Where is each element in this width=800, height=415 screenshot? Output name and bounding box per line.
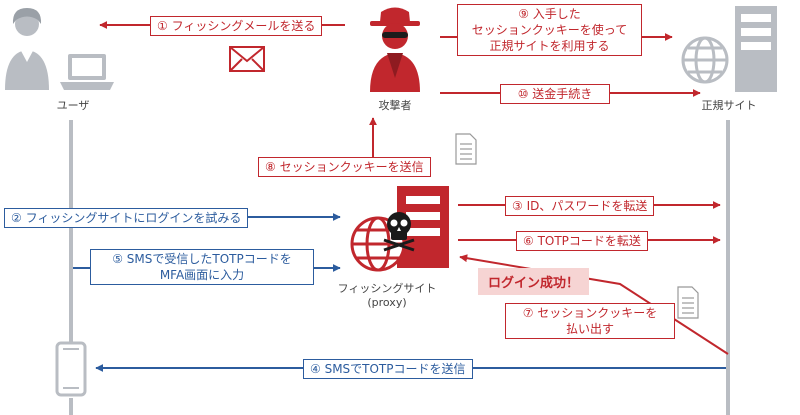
legit-site-label: 正規サイト	[701, 99, 757, 112]
globe-icon	[681, 36, 729, 84]
user-label: ユーザ	[56, 99, 90, 112]
step9-line1: ⑨ 入手した	[518, 7, 581, 21]
step6-label: ⑥ TOTPコードを転送	[516, 231, 648, 251]
step2-label: ② フィッシングサイトにログインを試みる	[4, 208, 249, 228]
arrow-step7	[459, 254, 729, 355]
laptop-icon	[60, 54, 114, 90]
server-icon	[735, 6, 777, 92]
step9-label: ⑨ 入手した セッションクッキーを使って 正規サイトを利用する	[457, 4, 642, 56]
document-icon-step8	[455, 133, 477, 165]
step4-label: ④ SMSでTOTPコードを送信	[303, 359, 473, 379]
step8-label: ⑧ セッションクッキーを送信	[258, 157, 431, 177]
step5-line2: MFA画面に入力	[159, 268, 245, 282]
attacker-label: 攻撃者	[378, 99, 412, 112]
document-icon-step7	[677, 286, 699, 319]
envelope-icon	[229, 46, 265, 72]
step10-label: ⑩ 送金手続き	[500, 84, 610, 104]
login-success-badge: ログイン成功！	[478, 268, 590, 295]
step1-label: ① フィッシングメールを送る	[150, 16, 323, 36]
step5-line1: ⑤ SMSで受信したTOTPコードを	[112, 252, 292, 266]
phishing-server-icon	[397, 186, 449, 268]
step7-line1: ⑦ セッションクッキーを	[522, 306, 658, 320]
user-icon	[5, 8, 49, 90]
step3-label: ③ ID、パスワードを転送	[505, 196, 655, 216]
step7-line2: 払い出す	[565, 322, 614, 336]
phishing-site-name: フィッシングサイト	[337, 282, 437, 295]
phishing-site-proxy: (proxy)	[367, 296, 407, 309]
attacker-icon	[370, 7, 420, 92]
step9-line3: 正規サイトを利用する	[489, 39, 610, 53]
step5-label: ⑤ SMSで受信したTOTPコードを MFA画面に入力	[90, 249, 314, 285]
skull-icon	[383, 212, 415, 252]
step9-line2: セッションクッキーを使って	[471, 23, 628, 37]
step7-label: ⑦ セッションクッキーを 払い出す	[505, 303, 675, 339]
smartphone-icon	[55, 341, 87, 397]
phishing-site-label: フィッシングサイト (proxy)	[332, 282, 442, 310]
